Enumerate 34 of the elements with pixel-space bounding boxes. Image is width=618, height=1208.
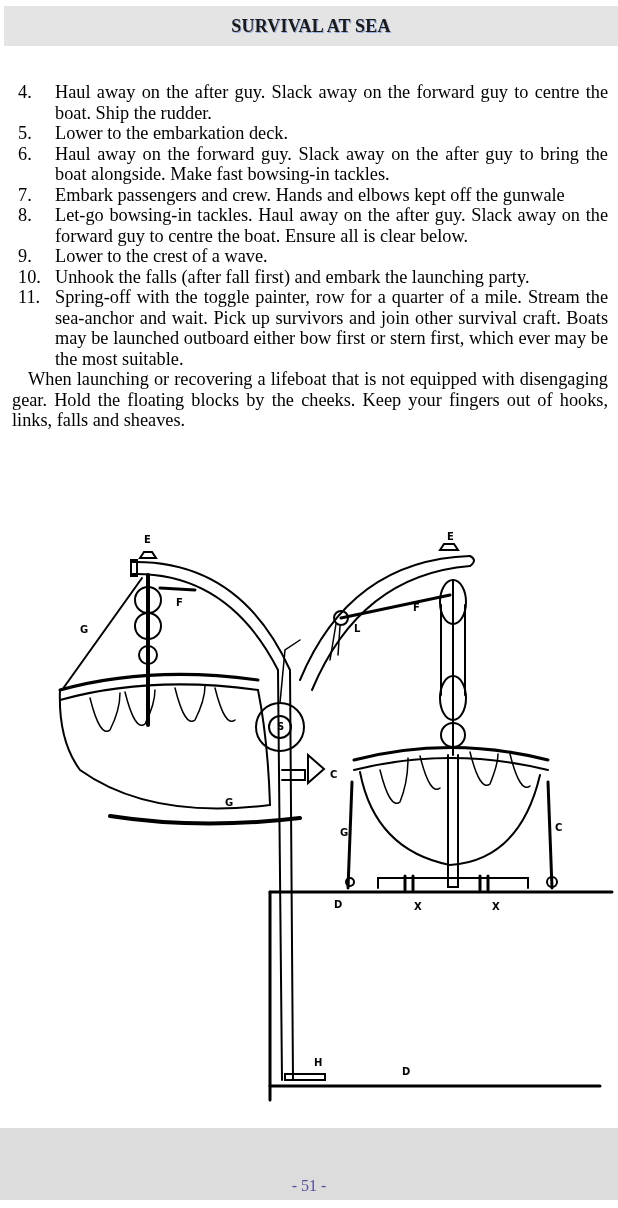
step-number: 9. xyxy=(18,246,33,267)
callout-letter: E xyxy=(144,535,151,545)
step-text: Haul away on the after guy. Slack away on the forward guy to centre the boat. Ship the rudder. xyxy=(55,82,608,123)
callout-letter: G xyxy=(340,828,349,838)
callout-letter: D xyxy=(402,1067,411,1077)
step-number: 10. xyxy=(18,266,42,287)
callout-letter: L xyxy=(354,624,361,634)
callout-letter: X xyxy=(414,902,422,912)
callout-letter: G xyxy=(225,798,234,808)
step-number: 11. xyxy=(18,287,42,309)
callout-letter: C xyxy=(555,823,563,833)
step-text: Unhook the falls (after fall first) and embark the launching party. xyxy=(55,266,531,287)
callout-letter: X xyxy=(492,902,500,912)
step-number: 8. xyxy=(18,205,33,227)
callout-letter: F xyxy=(413,603,420,613)
step-number: 6. xyxy=(18,143,33,166)
step-number: 5. xyxy=(18,123,33,144)
step-number: 4. xyxy=(18,82,33,104)
step-text: Lower to the crest of a wave. xyxy=(55,246,269,267)
callout-letter: F xyxy=(176,598,183,608)
callout-letter: H xyxy=(314,1058,323,1068)
page-number: - 51 - xyxy=(290,1177,328,1195)
callout-letter: G xyxy=(80,625,89,635)
step-text: Spring-off with the toggle painter, row for a quarter of a mile. Stream the sea-anchor and wait. Pick up survivors and join other survival craft. Boats may be launched outboard either bow first or stern first, which ever may be the most suitable. xyxy=(55,287,608,369)
step-text: Embark passengers and crew. Hands and elbows kept off the gunwale xyxy=(55,184,566,205)
paragraph: When launching or recovering a lifeboat that is not equipped with disengaging gear. Hold the floating blocks by the cheeks. Keep your fingers out of hooks, links, falls and sheaves. xyxy=(12,369,608,431)
step-text: Let-go bowsing-in tackles. Haul away on the after guy. Slack away on the forward guy to centre the boat. Ensure all is clear below. xyxy=(55,205,608,246)
page-title: SURVIVAL AT SEA xyxy=(231,15,391,37)
callout-letter: E xyxy=(447,532,454,542)
step-text: Haul away on the forward guy. Slack away on the after guy to bring the boat alongside. Make fast bowsing-in tackles. xyxy=(55,143,608,185)
callout-letter: C xyxy=(330,770,338,780)
callout-letter: D xyxy=(334,900,343,910)
step-text: Lower to the embarkation deck. xyxy=(55,123,289,144)
step-number: 7. xyxy=(18,184,33,205)
